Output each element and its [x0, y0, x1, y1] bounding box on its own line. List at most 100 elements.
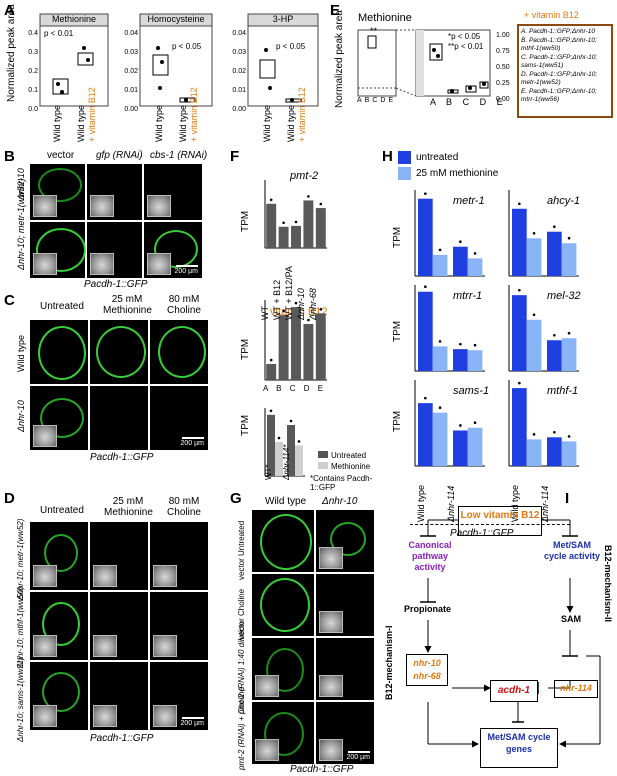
xlabel-a1-wt: Wild type — [52, 104, 62, 142]
b-col-gfp: gfp (RNAi) — [96, 150, 143, 161]
plot-title-2: Homocysteine — [147, 14, 205, 24]
i-sam: SAM — [561, 614, 581, 624]
g-img-1-1 — [252, 510, 314, 572]
bar — [418, 403, 433, 466]
h-caption: Pacdh-1::GFP — [450, 528, 514, 539]
c-img-2-3: 200 µm — [150, 386, 208, 450]
bar — [303, 200, 314, 248]
plot-frame — [39, 25, 109, 107]
c-scalebar: 200 µm — [181, 437, 205, 447]
pval-3: p < 0.05 — [276, 42, 306, 51]
bar — [453, 246, 468, 276]
bar — [266, 203, 277, 248]
panel-letter-c: C — [4, 292, 15, 309]
bar — [467, 258, 483, 276]
xlabel-a2-b12: + vitamin B12 — [189, 87, 199, 142]
d-img-1-3 — [150, 522, 208, 590]
panel-letter-f: F — [230, 148, 240, 165]
c-caption: Pacdh-1::GFP — [90, 452, 154, 463]
g-row-1: vector Untreated — [237, 520, 246, 580]
xlabel-a3-wt: Wild type — [262, 104, 272, 142]
panel-e-xlabels: A B C D E — [430, 97, 503, 107]
g-img-1-2 — [316, 510, 374, 572]
panel-letter-h: H — [382, 148, 393, 165]
c-img-1-3 — [150, 320, 208, 384]
i-acdh-box: acdh-1 — [490, 680, 538, 702]
pval-2: p < 0.05 — [172, 42, 202, 51]
panel-letter-g: G — [230, 490, 242, 507]
dot — [56, 82, 60, 86]
data-point — [269, 409, 273, 413]
data-point — [473, 343, 477, 347]
data-point — [567, 435, 571, 438]
data-point — [532, 231, 536, 235]
f-xlabel-3b: Δnhr-114* — [282, 444, 291, 480]
data-point — [438, 340, 442, 343]
i-top-box: Low vitamin B12 — [458, 506, 542, 536]
h-ylabel-2: TPM — [392, 320, 403, 342]
data-point — [532, 313, 536, 317]
f-xlabels-2: A B C D E — [263, 384, 324, 393]
d-col-3: 80 mM Choline — [167, 496, 201, 518]
data-point — [269, 198, 273, 202]
b-img-2-3: 200 µm — [144, 222, 202, 278]
panel-e-title: Methionine — [358, 12, 412, 24]
g-img-3-2 — [316, 638, 374, 700]
box-b12 — [77, 52, 94, 66]
h-ylabel-1: TPM — [392, 226, 403, 248]
bar — [547, 340, 562, 371]
data-point — [269, 358, 273, 362]
f-ylabel-2: TPM — [240, 338, 251, 360]
data-point — [518, 202, 521, 206]
d-img-1-2 — [90, 522, 148, 590]
d-img-3-1 — [30, 662, 88, 730]
data-point — [294, 301, 298, 305]
b-img-2-2 — [87, 222, 142, 278]
g-caption: Pacdh-1::GFP — [290, 764, 354, 775]
d-col-2: 25 mM Methionine — [104, 496, 153, 518]
bar — [275, 442, 283, 476]
d-caption: Pacdh-1::GFP — [90, 733, 154, 744]
box-wt — [52, 78, 69, 95]
bar — [526, 439, 542, 466]
b-img-2-1 — [30, 222, 86, 278]
f-legend: Untreated Methionine — [318, 450, 370, 472]
gene-title: ahcy-1 — [547, 195, 580, 207]
xlabel-a3-wt2: Wild type — [286, 104, 296, 142]
xlabel-a1-wt2: Wild type — [76, 104, 86, 142]
bar — [547, 437, 562, 466]
panel-letter-d: D — [4, 490, 15, 507]
bar — [561, 441, 577, 466]
d-row-3: Δnhr-10; sams-1(ww51) — [16, 657, 25, 742]
data-point — [459, 240, 462, 244]
panel-i-arrows — [420, 519, 601, 748]
xlabel-a3-b12: + vitamin B12 — [297, 87, 307, 142]
data-point — [297, 440, 301, 443]
d-img-2-3 — [150, 592, 208, 660]
d-img-3-2 — [90, 662, 148, 730]
strain-box-title: + vitamin B12 — [524, 10, 579, 20]
i-right-side: B12-mechanism-II — [603, 545, 613, 623]
d-col-1: Untreated — [40, 505, 84, 516]
strain-box: A. Pacdh-1::GFP;Δnhr-10 B. Pacdh-1::GFP;… — [517, 24, 613, 118]
b-row-2: Δnhr-10; metr-1(ww52) — [16, 178, 26, 270]
panel-a-plot-homocysteine — [139, 13, 213, 107]
c-col-3: 80 mM Choline — [167, 294, 201, 316]
bar — [561, 338, 577, 371]
g-col-1: Wild type — [265, 496, 307, 507]
panel-letter-e: E — [330, 2, 341, 19]
dot — [82, 46, 86, 50]
pval-1: p < 0.01 — [44, 29, 74, 38]
bar — [512, 208, 527, 276]
panel-f-charts — [264, 180, 327, 477]
gene-title: mthf-1 — [547, 385, 578, 397]
bar — [432, 412, 448, 466]
data-point — [438, 406, 442, 409]
d-img-2-2 — [90, 592, 148, 660]
panel-e-plot — [357, 29, 491, 97]
